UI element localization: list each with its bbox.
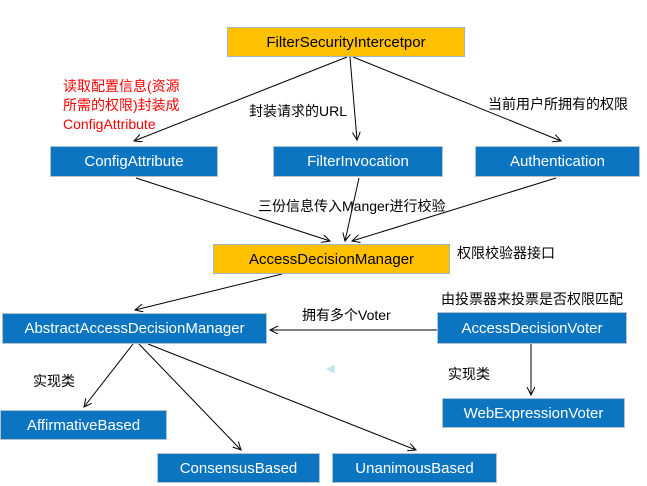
annotation-read-config-info: 读取配置信息(资源 所需的权限)封装成 ConfigAttribute bbox=[63, 78, 180, 132]
arrow-fsi-to-authentication bbox=[352, 56, 561, 141]
arrow-filterinvocation-to-adm bbox=[345, 177, 360, 241]
arrow-abstractadm-to-affirmativebased bbox=[84, 343, 134, 407]
node-authentication: Authentication bbox=[475, 146, 640, 177]
node-config-attribute: ConfigAttribute bbox=[50, 146, 218, 177]
arrow-abstractadm-to-consensusbased bbox=[138, 343, 241, 450]
node-filter-invocation: FilterInvocation bbox=[273, 146, 443, 177]
annotation-permission-checker-interface: 权限校验器接口 bbox=[457, 245, 555, 261]
node-unanimous-based: UnanimousBased bbox=[332, 453, 497, 483]
node-filter-security-interceptor: FilterSecurityIntercetpor bbox=[227, 27, 465, 57]
annotation-wrap-request-url: 封装请求的URL bbox=[249, 103, 348, 119]
arrow-fsi-to-configattribute bbox=[134, 56, 348, 141]
annotation-implementation-class-left: 实现类 bbox=[33, 373, 75, 389]
annotation-three-info-to-manager: 三份信息传入Manger进行校验 bbox=[258, 198, 446, 214]
node-abstract-access-decision-manager: AbstractAccessDecisionManager bbox=[2, 313, 267, 344]
arrow-fsi-to-filterinvocation bbox=[349, 56, 357, 140]
annotation-voter-votes-permission-match: 由投票器来投票是否权限匹配 bbox=[441, 291, 623, 307]
arrow-configattribute-to-adm bbox=[135, 177, 330, 241]
node-consensus-based: ConsensusBased bbox=[157, 453, 320, 483]
watermark-chevron-icon: ◀ bbox=[326, 363, 335, 375]
node-access-decision-manager: AccessDecisionManager bbox=[213, 244, 450, 274]
node-access-decision-voter: AccessDecisionVoter bbox=[437, 312, 627, 344]
arrow-adm-to-abstractadm bbox=[135, 273, 283, 310]
annotation-implementation-class-right: 实现类 bbox=[448, 366, 490, 382]
arrow-authentication-to-adm bbox=[352, 177, 557, 241]
node-web-expression-voter: WebExpressionVoter bbox=[442, 398, 625, 428]
arrow-abstractadm-to-unanimousbased bbox=[147, 343, 416, 450]
annotation-current-user-authorities: 当前用户所拥有的权限 bbox=[488, 96, 628, 112]
node-affirmative-based: AffirmativeBased bbox=[0, 410, 167, 440]
annotation-has-multiple-voters: 拥有多个Voter bbox=[302, 307, 391, 323]
